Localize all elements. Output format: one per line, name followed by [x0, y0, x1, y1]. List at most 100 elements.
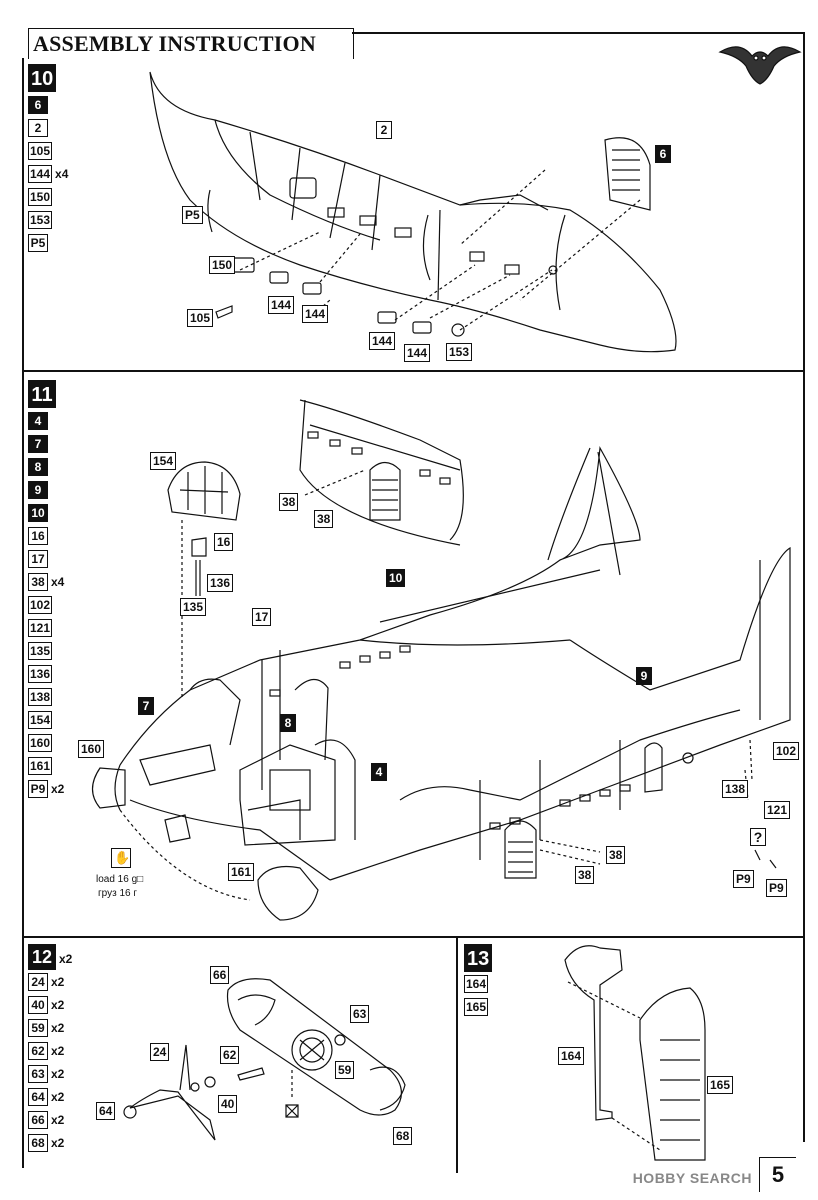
callout-P9-a: P9: [733, 870, 754, 888]
part-number-box: 121: [28, 619, 53, 637]
part-list-item: 165: [464, 998, 491, 1016]
part-number-box: 2: [28, 119, 48, 137]
part-number-box: 153: [28, 211, 53, 229]
callout-P9-b: P9: [766, 879, 787, 897]
part-list-item: 164: [464, 975, 491, 993]
callout-9: 9: [636, 667, 652, 685]
part-number-box: 102: [28, 596, 53, 614]
left-border: [22, 58, 24, 1168]
callout-64: 64: [96, 1102, 116, 1120]
callout-59: 59: [335, 1061, 355, 1079]
part-list-item: 153: [28, 211, 55, 229]
part-number-box: 24: [28, 973, 48, 991]
weight-note-en: load 16 g□: [96, 874, 144, 885]
part-list-item: 138: [28, 688, 55, 706]
part-multiplier: x2: [51, 1021, 65, 1035]
part-number-box: 164: [464, 975, 489, 993]
part-list-item: 154: [28, 711, 55, 729]
callout-144-d: 144: [404, 344, 431, 362]
part-list-item: 4: [28, 412, 51, 430]
part-number-box: 40: [28, 996, 48, 1014]
part-number-box: 161: [28, 757, 53, 775]
part-list-item: 8: [28, 458, 51, 476]
part-multiplier: x2: [51, 1090, 65, 1104]
part-list-item: 16: [28, 527, 51, 545]
callout-150: 150: [209, 256, 236, 274]
part-number-box: P9: [28, 780, 48, 798]
part-number-box: 66: [28, 1111, 48, 1129]
part-multiplier: x2: [51, 1044, 65, 1058]
callout-154: 154: [150, 452, 177, 470]
callout-105: 105: [187, 309, 214, 327]
part-multiplier: x2: [51, 1067, 65, 1081]
part-list-item: 136: [28, 665, 55, 683]
callout-4: 4: [371, 763, 387, 781]
part-number-box: 136: [28, 665, 53, 683]
callout-121: 121: [764, 801, 791, 819]
header-frame: ASSEMBLY INSTRUCTION: [28, 28, 354, 59]
step-12-mult: x2: [59, 952, 73, 966]
divider-12-13: [456, 938, 458, 1173]
callout-161: 161: [228, 863, 255, 881]
top-rule: [352, 32, 804, 34]
owl-logo-icon: [718, 46, 802, 85]
hobby-search-watermark: HOBBY SEARCH: [632, 1170, 752, 1186]
right-border: [803, 32, 805, 1142]
part-multiplier: x4: [55, 167, 69, 181]
part-number-box: 144: [28, 165, 53, 183]
callout-136: 136: [207, 574, 234, 592]
callout-38-d: 38: [575, 866, 595, 884]
part-list-item: 135: [28, 642, 55, 660]
step-10-number: 10: [28, 64, 56, 92]
callout-68: 68: [393, 1127, 413, 1145]
weight-note-ru: груз 16 г: [98, 888, 138, 899]
callout-10: 10: [386, 569, 406, 587]
step-11-number: 11: [28, 380, 56, 408]
callout-38-c: 38: [606, 846, 626, 864]
callout-102: 102: [773, 742, 800, 760]
part-number-box: 138: [28, 688, 53, 706]
part-number-box: 154: [28, 711, 53, 729]
part-number-box: 64: [28, 1088, 48, 1106]
part-list-item: 161: [28, 757, 55, 775]
part-list-item: 6: [28, 96, 51, 114]
callout-24: 24: [150, 1043, 170, 1061]
callout-7: 7: [138, 697, 154, 715]
part-list-item: 7: [28, 435, 51, 453]
part-number-box: 38: [28, 573, 48, 591]
part-list-item: 2: [28, 119, 51, 137]
part-number-box: 160: [28, 734, 53, 752]
callout-question: ?: [750, 828, 766, 846]
part-list-item: P5: [28, 234, 51, 252]
part-number-box: P5: [28, 234, 48, 252]
callout-40: 40: [218, 1095, 238, 1113]
callout-164: 164: [558, 1047, 585, 1065]
part-list-item: 121: [28, 619, 55, 637]
callout-62: 62: [220, 1046, 240, 1064]
hand-icon: ✋: [111, 848, 131, 868]
callout-38-b: 38: [314, 510, 334, 528]
callout-63: 63: [350, 1005, 370, 1023]
part-number-box: 9: [28, 481, 48, 499]
part-multiplier: x2: [51, 782, 65, 796]
part-number-box: 165: [464, 998, 489, 1016]
callout-135: 135: [180, 598, 207, 616]
part-number-box: 135: [28, 642, 53, 660]
part-list-item: 10: [28, 504, 51, 522]
part-number-box: 10: [28, 504, 48, 522]
part-number-box: 150: [28, 188, 53, 206]
callout-66: 66: [210, 966, 230, 984]
part-multiplier: x2: [51, 998, 65, 1012]
